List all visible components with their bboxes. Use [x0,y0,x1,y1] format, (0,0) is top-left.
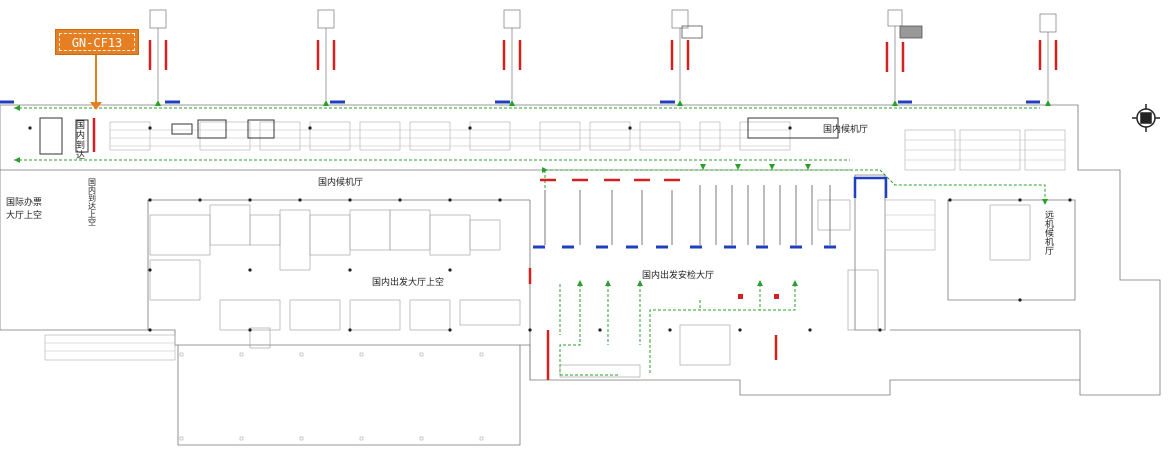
red-squares [738,294,779,299]
label-departure-hall-above: 国内出发大厅上空 [372,276,444,288]
seat-hatching [45,129,1065,352]
label-domestic-arrival-above: 国内到达上空 [88,178,97,226]
label-domestic-arrival: 国内到达 [74,120,85,160]
label-intl-ticket-2: 大厅上空 [6,209,42,221]
callout-arrow [90,55,102,110]
blue-frame [853,176,888,198]
pier-doors [148,40,1058,72]
label-domestic-waiting-top: 国内候机厅 [823,123,868,135]
security-red-marks [92,118,778,380]
label-intl-ticket-1: 国际办票 [6,196,42,208]
location-tag-label: GN-CF13 [59,33,135,51]
security-lanes [544,185,831,245]
basement-columns [179,352,484,441]
jet-bridges [149,9,1057,100]
location-tag: GN-CF13 [55,29,139,55]
gate-markers [0,100,1040,249]
label-remote-waiting: 远机候机厅 [1043,210,1054,255]
compass-icon [1132,104,1160,132]
building-outline [0,104,1161,446]
seating-rows [44,121,1066,361]
label-security-hall: 国内出发安检大厅 [642,269,714,281]
evacuation-routes [14,107,1046,376]
interior-rooms [149,199,1031,378]
label-domestic-waiting-mid: 国内候机厅 [318,176,363,188]
route-arrows [14,100,1051,286]
structural-columns [28,126,1072,332]
dark-boxes [39,117,839,155]
